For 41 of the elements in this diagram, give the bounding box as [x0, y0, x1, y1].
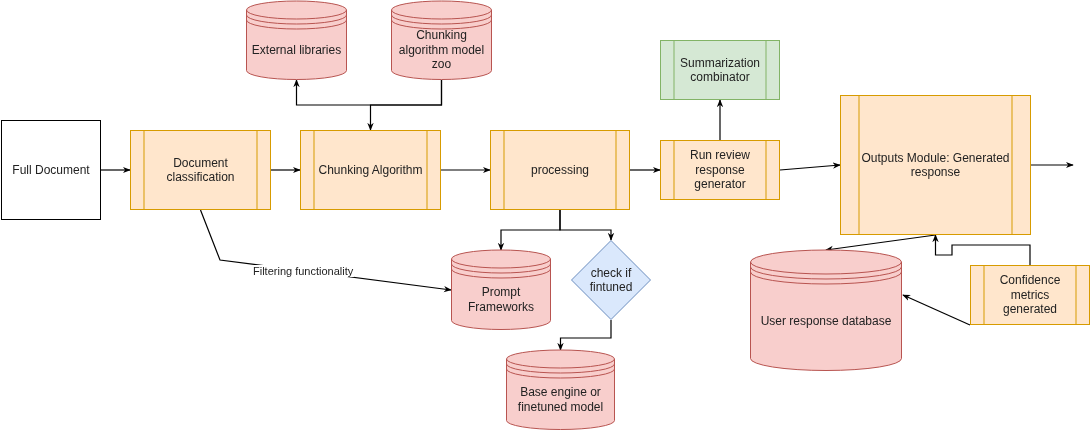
process-box: [300, 130, 441, 210]
node-label: User response database: [760, 314, 892, 329]
arrow: [440, 166, 491, 174]
node-label: Run review response generator: [689, 148, 751, 192]
arrow: [902, 294, 971, 326]
edge-label: Filtering functionality: [252, 265, 355, 277]
process-box: [660, 140, 780, 200]
node-label: External libraries: [251, 42, 342, 58]
document-box: [1, 120, 101, 220]
node-label: Summarization combinator: [679, 55, 761, 85]
arrow: [716, 99, 724, 141]
node-label: Base engine or finetuned model: [516, 385, 605, 414]
process-box: [130, 130, 271, 210]
arrow: [779, 162, 841, 171]
arrow: [100, 166, 131, 174]
node-label: Chunking Algorithm: [318, 162, 423, 178]
node-label: Chunking algorithm model zoo: [397, 28, 486, 72]
database-cylinder: [391, 1, 492, 80]
database-cylinder: [451, 250, 551, 330]
database-cylinder: [506, 350, 615, 430]
process-box: [490, 130, 630, 210]
process-box: [660, 40, 780, 100]
arrow: [270, 166, 301, 174]
node-label: check if fintuned: [588, 265, 634, 295]
database-cylinder: [750, 250, 902, 371]
arrow: [559, 209, 615, 241]
node-label: Full Document: [12, 162, 90, 178]
arrow: [1030, 161, 1074, 169]
arrow: [629, 166, 661, 174]
arrow: [932, 234, 1031, 266]
node-label: Outputs Module: Generated response: [861, 150, 1010, 180]
node-label: Document classification: [165, 155, 236, 185]
decision-diamond: [571, 240, 651, 320]
arrow: [367, 79, 443, 131]
process-box: [970, 265, 1090, 325]
node-label: processing: [531, 162, 589, 178]
process-box: [840, 95, 1031, 235]
database-cylinder: [246, 1, 347, 80]
node-label: Prompt Frameworks: [467, 285, 535, 314]
node-label: Confidence metrics generated: [998, 273, 1062, 317]
arrow: [557, 319, 612, 351]
